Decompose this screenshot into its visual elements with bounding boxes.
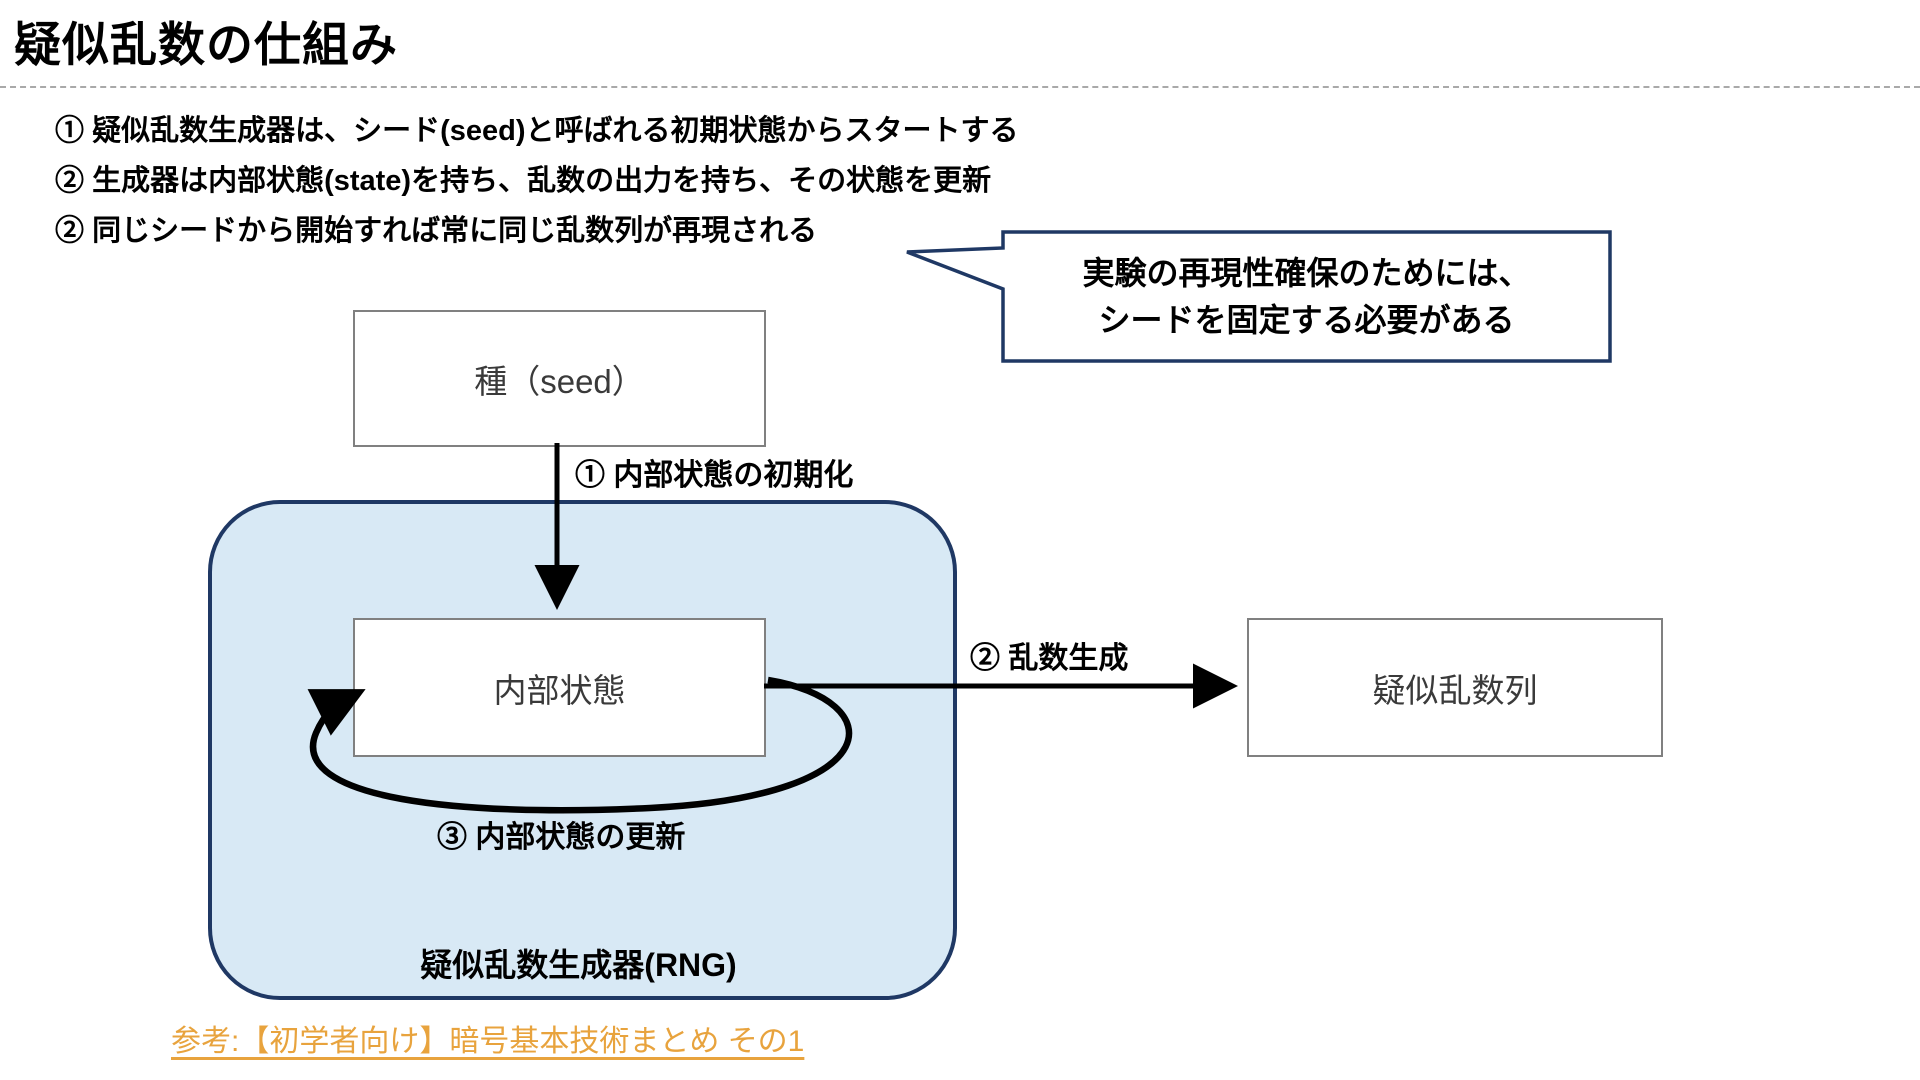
callout-line-1: 実験の再現性確保のためには、 <box>1082 254 1531 291</box>
bullet-line-2: ② 生成器は内部状態(state)を持ち、乱数の出力を持ち、その状態を更新 <box>55 156 1019 206</box>
internal-state-label: 内部状態 <box>493 671 626 709</box>
step2-label: ② 乱数生成 <box>970 642 1129 675</box>
bullet-marker: ② <box>55 165 85 197</box>
bullet-marker: ① <box>55 115 85 147</box>
bullet-text: 生成器は内部状態(state)を持ち、乱数の出力を持ち、その状態を更新 <box>92 165 992 197</box>
bullet-text: 疑似乱数生成器は、シード(seed)と呼ばれる初期状態からスタートする <box>92 115 1019 147</box>
page-title: 疑似乱数の仕組み <box>14 18 398 71</box>
bullet-text: 同じシードから開始すれば常に同じ乱数列が再現される <box>92 215 818 247</box>
step3-label: ③ 内部状態の更新 <box>437 821 686 854</box>
bullet-line-1: ① 疑似乱数生成器は、シード(seed)と呼ばれる初期状態からスタートする <box>55 106 1019 156</box>
step1-label: ① 内部状態の初期化 <box>575 459 854 492</box>
bullet-line-3: ② 同じシードから開始すれば常に同じ乱数列が再現される <box>55 206 1019 256</box>
rng-container-label: 疑似乱数生成器(RNG) <box>420 947 737 983</box>
internal-state-box: 内部状態 <box>353 618 766 757</box>
seed-box: 種（seed） <box>353 310 766 447</box>
reference-link[interactable]: 参考:【初学者向け】暗号基本技術まとめ その1 <box>171 1025 805 1058</box>
pseudorandom-sequence-label: 疑似乱数列 <box>1372 671 1538 709</box>
callout-line-2: シードを固定する必要がある <box>1098 301 1515 338</box>
seed-box-label: 種（seed） <box>474 362 645 400</box>
bullet-list: ① 疑似乱数生成器は、シード(seed)と呼ばれる初期状態からスタートする ② … <box>55 106 1019 256</box>
bullet-marker: ② <box>55 215 85 247</box>
title-separator <box>0 86 1920 88</box>
pseudorandom-sequence-box: 疑似乱数列 <box>1247 618 1663 757</box>
callout-text: 実験の再現性確保のためには、 シードを固定する必要がある <box>1003 232 1610 361</box>
